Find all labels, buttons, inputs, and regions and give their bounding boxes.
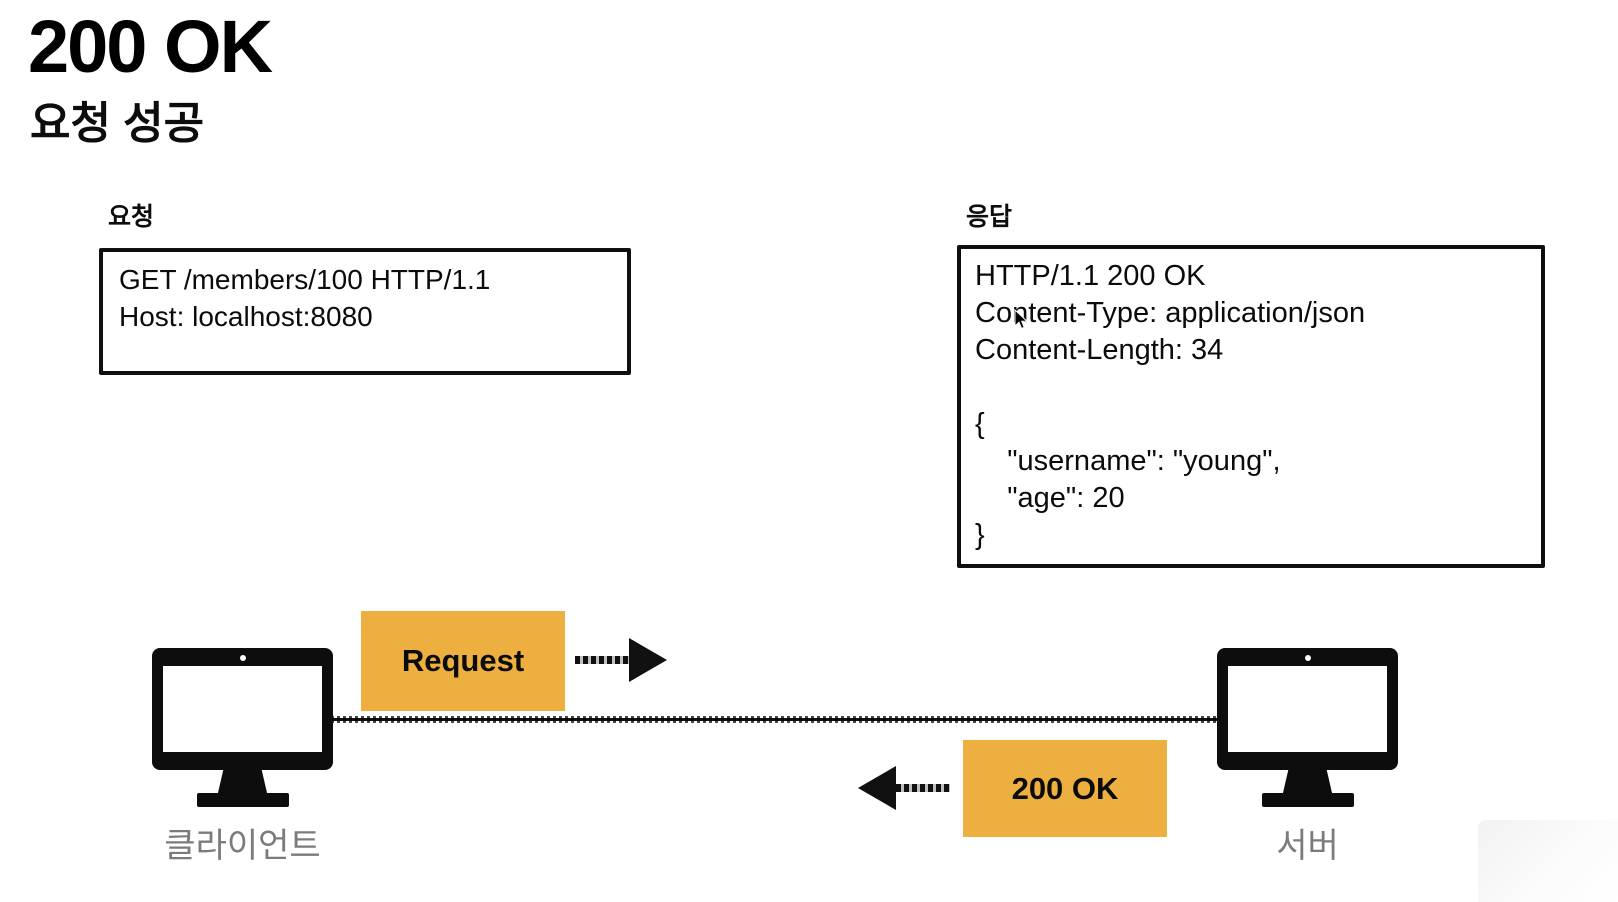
response-flow-tag: 200 OK <box>963 740 1167 837</box>
arrow-right-shaft <box>575 656 637 664</box>
response-caption: 응답 <box>966 203 1013 231</box>
connection-line <box>331 716 1217 723</box>
connection-line-texture <box>331 716 1217 723</box>
page-subtitle: 요청 성공 <box>30 99 205 148</box>
response-message-text: HTTP/1.1 200 OK Content-Type: applicatio… <box>975 260 1366 551</box>
corner-overlay-panel <box>1478 820 1618 902</box>
client-monitor-camera-icon <box>239 655 246 661</box>
arrow-left-icon <box>858 766 950 810</box>
client-monitor-screen <box>163 666 322 752</box>
client-monitor-base <box>196 793 289 807</box>
server-monitor-base <box>1261 793 1354 807</box>
request-caption: 요청 <box>108 203 155 231</box>
client-monitor-neck <box>217 769 268 795</box>
server-monitor-neck <box>1282 769 1333 795</box>
request-message-text: GET /members/100 HTTP/1.1 Host: localhos… <box>119 264 491 332</box>
arrow-left-shaft <box>888 784 950 792</box>
mouse-cursor-icon <box>1014 309 1029 330</box>
arrow-right-head <box>629 638 667 682</box>
arrow-left-head <box>858 766 896 810</box>
page-title: 200 OK <box>28 5 273 88</box>
client-label: 클라이언트 <box>164 827 321 865</box>
request-flow-tag: Request <box>361 611 565 711</box>
response-message-box: HTTP/1.1 200 OK Content-Type: applicatio… <box>957 245 1545 568</box>
server-monitor-camera-icon <box>1304 655 1311 661</box>
server-label: 서버 <box>1276 827 1339 865</box>
server-monitor-icon <box>1217 648 1398 808</box>
arrow-right-icon <box>575 638 667 682</box>
client-monitor-icon <box>152 648 333 808</box>
request-message-box: GET /members/100 HTTP/1.1 Host: localhos… <box>99 248 631 375</box>
client-monitor-bezel <box>152 648 333 770</box>
server-monitor-screen <box>1228 666 1387 752</box>
server-monitor-bezel <box>1217 648 1398 770</box>
